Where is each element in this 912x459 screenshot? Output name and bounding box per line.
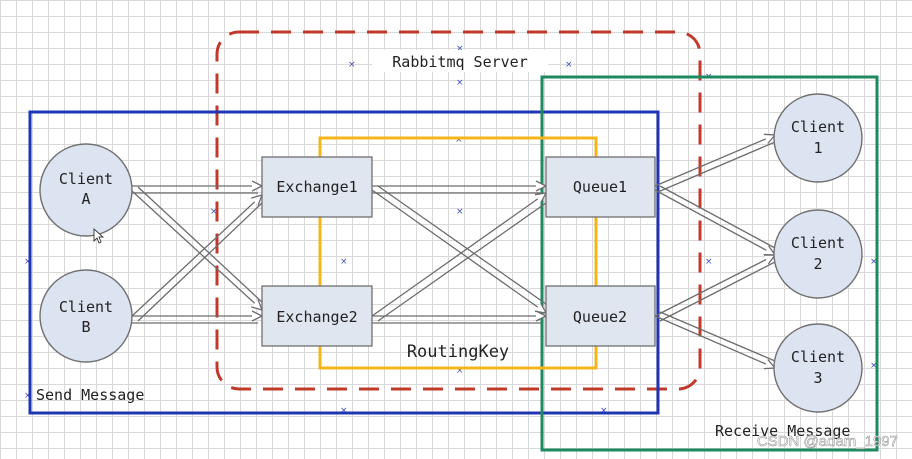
queue-1: Queue1 <box>545 156 656 218</box>
client-2-name: Client <box>791 234 845 252</box>
mouse-cursor-icon <box>93 227 105 244</box>
svg-text:×: × <box>24 257 32 267</box>
svg-text:×: × <box>456 207 464 217</box>
svg-text:×: × <box>340 257 348 267</box>
client-2-tag: 2 <box>813 255 822 273</box>
svg-text:×: × <box>340 406 348 416</box>
svg-text:×: × <box>455 135 463 145</box>
client-3: Client 3 <box>773 323 863 413</box>
send-zone-label: Send Message <box>36 386 144 404</box>
exchange-1: Exchange1 <box>261 156 373 218</box>
receive-zone-border <box>540 75 879 452</box>
svg-text:×: × <box>456 78 464 88</box>
client-b-tag: B <box>81 318 90 336</box>
client-2: Client 2 <box>773 209 863 299</box>
svg-text:×: × <box>565 60 573 70</box>
server-zone-border <box>215 30 702 391</box>
client-1-tag: 1 <box>813 139 822 157</box>
svg-text:×: × <box>705 257 713 267</box>
server-zone-label: Rabbitmq Server <box>392 53 527 71</box>
client-1: Client 1 <box>773 93 863 183</box>
receive-zone: Receive Message <box>540 75 879 452</box>
exchange-2-label: Exchange2 <box>276 308 357 326</box>
arrow-b-exchange1 <box>131 195 262 317</box>
svg-text:×: × <box>870 361 878 371</box>
queue-2-label: Queue2 <box>573 308 627 326</box>
arrow-queue1-client2 <box>654 189 775 255</box>
arrow-queue2-client2 <box>654 255 775 317</box>
send-zone: Send Message <box>28 110 660 415</box>
svg-text:×: × <box>456 44 464 54</box>
client-b: Client B <box>39 269 133 363</box>
client-a: Client A <box>39 143 133 237</box>
arrow-queue1-client1 <box>654 135 775 187</box>
client-1-name: Client <box>791 118 845 136</box>
routing-zone: RoutingKey <box>318 136 598 370</box>
routing-zone-label: RoutingKey <box>407 342 509 362</box>
svg-text:×: × <box>456 366 464 376</box>
svg-text:×: × <box>210 207 218 217</box>
client-3-name: Client <box>791 348 845 366</box>
arrow-exchange1-queue2 <box>371 189 546 313</box>
exchange-2: Exchange2 <box>261 285 373 347</box>
exchange-1-label: Exchange1 <box>276 178 357 196</box>
svg-text:×: × <box>348 60 356 70</box>
queue-2: Queue2 <box>545 285 656 347</box>
routing-zone-border <box>318 136 598 370</box>
receive-zone-label: Receive Message <box>715 422 850 440</box>
watermark: CSDN @adam_1997 <box>757 433 898 450</box>
svg-text:×: × <box>870 257 878 267</box>
arrow-queue2-client3 <box>654 315 775 368</box>
arrow-exchange2-queue1 <box>371 193 546 317</box>
queue-1-label: Queue1 <box>573 178 627 196</box>
send-zone-border <box>28 110 660 415</box>
arrow-a-exchange2 <box>131 190 262 310</box>
server-zone: Rabbitmq Server <box>215 30 702 391</box>
connection-arrows <box>131 135 775 368</box>
client-a-name: Client <box>59 170 113 188</box>
client-3-tag: 3 <box>813 369 822 387</box>
client-a-tag: A <box>81 190 90 208</box>
client-b-name: Client <box>59 298 113 316</box>
grid-markers: × × × × × × × × × × × × × × × × × <box>24 44 878 416</box>
svg-text:×: × <box>600 406 608 416</box>
svg-text:×: × <box>24 391 32 401</box>
